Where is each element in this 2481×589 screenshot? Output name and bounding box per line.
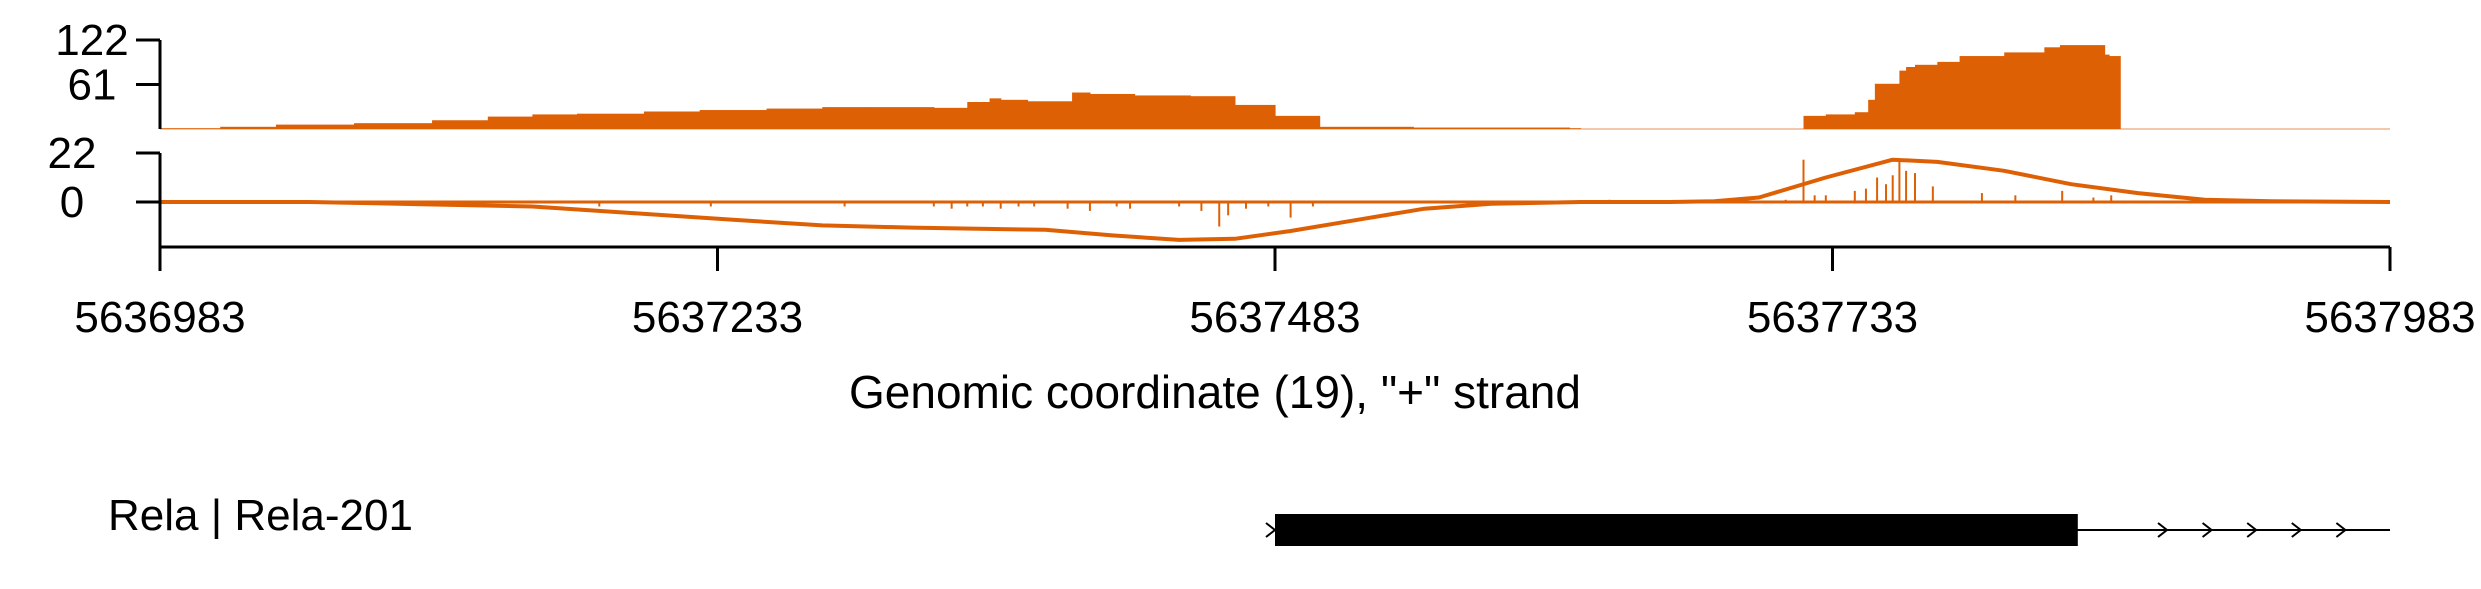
coverage-bar: [2004, 52, 2045, 129]
coverage-bar: [1937, 61, 1961, 129]
coverage-bar: [1959, 56, 2005, 129]
x-axis-tick-label: 5636983: [74, 293, 245, 342]
coverage-bar: [1072, 92, 1091, 129]
coverage-bar: [1190, 96, 1236, 129]
coverage-bar: [1319, 126, 1414, 129]
coverage-bar: [487, 116, 534, 129]
x-axis-tick-label: 5637483: [1189, 293, 1360, 342]
coverage-bar: [1413, 127, 1570, 129]
coverage-bar: [2059, 45, 2106, 130]
coverage-bar: [1915, 64, 1938, 129]
coverage-bar: [1874, 83, 1900, 129]
coverage-bar: [1089, 93, 1136, 129]
coverage-bar: [577, 113, 645, 129]
coverage-bar: [532, 114, 578, 129]
x-axis-tick-label: 5637233: [632, 293, 803, 342]
coverage-bar: [1027, 101, 1073, 129]
coverage-bar: [822, 107, 868, 129]
coverage-bar: [1134, 95, 1191, 129]
coverage-y-tick-label: 61: [68, 61, 117, 110]
coverage-y-tick-label: 122: [55, 16, 128, 65]
residual-smooth-curve: [160, 157, 2391, 242]
coverage-bar: [1803, 115, 1827, 129]
gene-track: Rela | Rela-201: [108, 491, 2390, 546]
coverage-bar: [1899, 70, 1907, 129]
x-axis-tick-label: 5637983: [2304, 293, 2475, 342]
coverage-bar: [2109, 56, 2121, 129]
strand-arrow: [1265, 522, 1277, 538]
x-axis-tick-label: 5637733: [1747, 293, 1918, 342]
coverage-bar: [766, 108, 823, 129]
cds-block: [1275, 514, 2078, 546]
residual-y-tick-label: 22: [48, 129, 97, 178]
coverage-bar: [989, 98, 1002, 129]
coverage-bar: [1825, 114, 1856, 129]
coverage-bar: [1000, 99, 1029, 129]
coverage-bar: [967, 102, 991, 129]
coverage-bar: [432, 120, 489, 129]
residual-track: 220: [48, 129, 2391, 247]
coverage-bar: [933, 107, 968, 129]
strand-arrow: [2335, 522, 2348, 538]
gene-label: Rela | Rela-201: [108, 491, 413, 540]
coverage-bar: [1854, 112, 1869, 129]
coverage-bar: [275, 124, 355, 129]
coverage-bar: [1868, 99, 1876, 129]
coverage-bar: [643, 111, 701, 129]
strand-arrow: [2246, 522, 2258, 538]
coverage-bar: [220, 126, 277, 129]
x-axis-label: Genomic coordinate (19), "+" strand: [849, 366, 1581, 418]
coverage-bar: [866, 107, 935, 129]
coverage-bar: [1569, 128, 1582, 129]
coverage-bar: [160, 128, 221, 129]
residual-y-tick-label: 0: [60, 178, 84, 227]
coverage-bar: [1234, 104, 1276, 129]
coverage-bar: [2104, 54, 2110, 129]
coverage-bar: [2044, 47, 2061, 129]
coverage-bar: [1275, 115, 1321, 129]
coverage-bar: [1906, 66, 1916, 129]
strand-arrow: [2291, 522, 2303, 538]
coverage-bar: [699, 110, 768, 129]
coverage-bar: [354, 123, 433, 129]
genomic-axis: 5636983 5637233 5637483 5637733 5637983: [74, 245, 2476, 342]
strand-arrow: [2157, 522, 2169, 538]
strand-arrow: [2201, 522, 2214, 538]
